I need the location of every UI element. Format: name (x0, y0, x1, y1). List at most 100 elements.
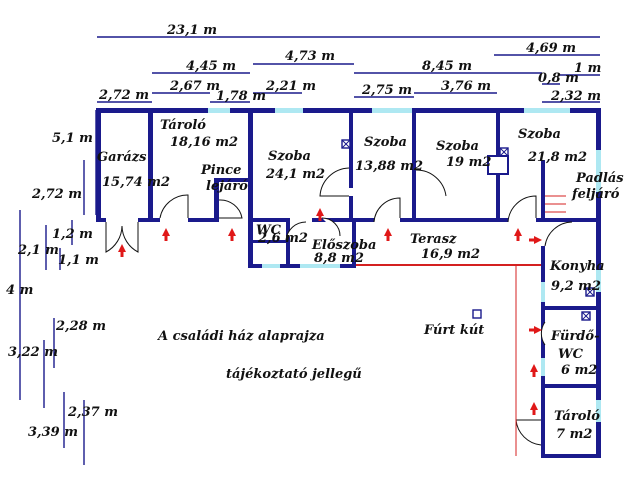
chimney-icon (585, 287, 595, 297)
dim-label: 1 m (574, 61, 601, 76)
door-swing (544, 221, 573, 247)
wall (248, 218, 286, 222)
dim-label: 2,37 m (67, 405, 118, 420)
well-label: Fúrt kút (423, 323, 484, 338)
room-name-terasz: Terasz (410, 232, 457, 247)
door-swing (515, 419, 542, 446)
door-swing (540, 321, 546, 346)
arrow-up-icon (228, 228, 236, 241)
room-area-konyha: 9,2 m2 (551, 279, 601, 294)
wall (352, 218, 356, 268)
arrow-up-icon (316, 208, 324, 221)
dim-label: 2,32 m (550, 89, 601, 104)
window (541, 358, 545, 376)
room-area-terasz: 16,9 m2 (421, 247, 480, 262)
arrow-up-icon (162, 228, 170, 241)
room-name-konyha: Konyha (549, 259, 605, 274)
room-name-eloszoba: Előszoba (311, 238, 376, 253)
left-dimensions: 5,1 m 2,72 m 1,2 m 2,1 m 1,1 m 4 m 2,28 … (6, 110, 118, 465)
door-swing (105, 222, 123, 253)
room-name-wc: WC (256, 223, 282, 238)
room-name-szoba1: Szoba (268, 149, 311, 164)
dim-label: 1,2 m (52, 227, 93, 242)
wall (541, 384, 601, 388)
room-area-tarolo: 18,16 m2 (170, 135, 238, 150)
door-swing (319, 167, 350, 197)
dim-label: 4,73 m (285, 49, 335, 64)
room-area-garazs: 15,74 m2 (102, 175, 170, 190)
window (300, 264, 340, 268)
door-swing (121, 222, 139, 253)
dim-label: 2,67 m (169, 79, 220, 94)
room-area-szoba1: 24,1 m2 (265, 167, 325, 182)
window (596, 150, 601, 192)
wall (349, 108, 353, 188)
plan-title: A családi ház alaprajza (156, 329, 325, 344)
room-area-szoba2: 13,88 m2 (355, 159, 423, 174)
arrow-up-icon (118, 244, 126, 257)
window (541, 282, 545, 302)
dim-label: 1,1 m (58, 253, 99, 268)
arrow-up-icon (530, 402, 538, 415)
room-area-tarolo2: 7 m2 (556, 427, 592, 442)
dim-label: 23,1 m (166, 23, 217, 38)
dim-label: 4,69 m (526, 41, 576, 56)
wall (148, 218, 160, 222)
wall (349, 196, 353, 222)
arrow-up-icon (384, 228, 392, 241)
room-name-padlas: Padlás (575, 171, 624, 186)
room-name-furdo-2: WC (558, 347, 584, 362)
window (596, 270, 601, 292)
chimney-icon (581, 311, 591, 321)
window (372, 108, 414, 113)
room-name-garazs: Garázs (97, 150, 147, 165)
arrow-up-icon (514, 228, 522, 241)
wall-top (96, 108, 600, 113)
dim-label: 2,28 m (55, 319, 106, 334)
room-labels: Garázs 15,74 m2 Tároló 18,16 m2 Pince le… (97, 118, 624, 442)
wall (541, 246, 545, 458)
window (275, 108, 303, 113)
window (262, 264, 280, 268)
room-name-padlas-2: feljáró (571, 187, 620, 202)
chimney-icon (341, 139, 351, 149)
arrows (118, 208, 542, 415)
dim-label: 2,21 m (265, 79, 316, 94)
dim-label: 3,39 m (28, 425, 78, 440)
room-name-tarolo2: Tároló (554, 409, 600, 424)
dim-label: 5,1 m (52, 131, 93, 146)
window (596, 400, 601, 422)
terrace-edge (356, 264, 541, 456)
room-area-eloszoba: 8,8 m2 (314, 251, 364, 266)
wall (188, 218, 218, 222)
wall (412, 108, 416, 222)
wall (148, 108, 153, 222)
room-name-furdo: Fürdő- (550, 329, 599, 344)
wall (312, 218, 374, 222)
wall (541, 454, 601, 458)
wall (96, 218, 106, 222)
plan-subtitle: tájékoztató jellegű (226, 367, 362, 382)
arrow-right-icon (529, 326, 542, 334)
door-swing (218, 199, 243, 219)
wall (541, 306, 601, 310)
room-name-pince: Pince (200, 163, 241, 178)
dim-label: 3,22 m (8, 345, 58, 360)
door-swing (507, 195, 537, 223)
room-area-szoba4: 21,8 m2 (527, 150, 587, 165)
door-swing (159, 194, 189, 219)
room-name-szoba2: Szoba (364, 135, 407, 150)
wall (541, 160, 545, 222)
room-area-furdo: 6 m2 (561, 363, 597, 378)
chimney-icon (499, 147, 509, 157)
wall-left (96, 108, 101, 222)
wall (536, 218, 601, 222)
window (208, 108, 230, 113)
top-dimensions: 23,1 m 4,45 m 4,73 m 8,45 m 4,69 m 2,67 … (97, 23, 601, 104)
dim-label: 4 m (6, 283, 33, 298)
dim-label: 2,72 m (31, 187, 82, 202)
wall (138, 218, 153, 222)
door-swing (285, 221, 307, 241)
walls (96, 108, 601, 458)
